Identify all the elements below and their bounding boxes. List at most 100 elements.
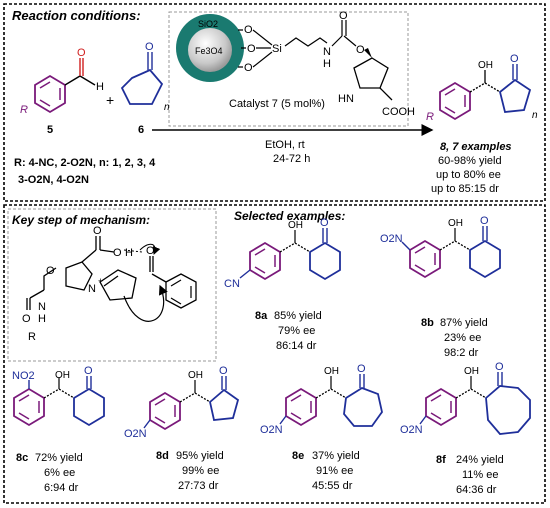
ex-8d-oh: OH xyxy=(188,370,203,381)
example-8e-structure xyxy=(279,374,383,427)
substituent-list-1: R: 4-NC, 2-O2N, n: 1, 2, 3, 4 xyxy=(14,157,156,169)
ex-8e-yield: 37% yield xyxy=(312,450,360,462)
product-r: R xyxy=(426,111,434,123)
fe3o4-label: Fe3O4 xyxy=(195,46,223,56)
reactant-5-structure xyxy=(34,58,96,114)
aldehyde-o: O xyxy=(77,47,86,59)
catalyst-label: Catalyst 7 (5 mol%) xyxy=(229,98,325,110)
ex-8e-dr: 45:55 dr xyxy=(312,480,353,492)
proline-ring xyxy=(353,57,389,89)
carbamate-o-ester: O xyxy=(356,44,365,56)
ex-8a-substituent: CN xyxy=(224,278,240,290)
mech-o-acid-h: O xyxy=(113,247,122,259)
mech-h-carbamate: H xyxy=(38,313,46,325)
mech-o-ester: O xyxy=(46,265,55,277)
mech-n-enamine: N xyxy=(88,283,96,295)
ex-8b-id: 8b xyxy=(421,317,434,329)
ex-8d-id: 8d xyxy=(156,450,169,462)
mechanism-structure xyxy=(26,236,197,322)
mech-r: R xyxy=(28,331,36,343)
ex-8a-o: O xyxy=(320,217,329,229)
ex-8f-id: 8f xyxy=(436,454,446,466)
ex-8f-dr: 64:36 dr xyxy=(456,484,497,496)
o-atom-2: O xyxy=(247,43,256,55)
ex-8e-ee: 91% ee xyxy=(316,465,353,477)
ex-8c-id: 8c xyxy=(16,452,28,464)
ex-8f-substituent: O2N xyxy=(400,424,423,436)
examples-panel-frame xyxy=(3,204,546,504)
ex-8f-ee: 11% ee xyxy=(462,469,499,481)
ex-8b-substituent: O2N xyxy=(380,233,403,245)
sio2-label: SiO2 xyxy=(198,19,218,29)
proline-wedge xyxy=(364,48,372,58)
si-atom: Si xyxy=(272,43,282,55)
product-n: n xyxy=(532,110,538,121)
proline-cooh: COOH xyxy=(382,106,415,118)
ex-8b-yield: 87% yield xyxy=(440,317,488,329)
ex-8e-oh: OH xyxy=(324,366,339,377)
product-o: O xyxy=(510,53,519,65)
carbamate-o-top: O xyxy=(339,10,348,22)
example-8b-structure xyxy=(401,226,501,279)
reactant-5-r: R xyxy=(20,104,28,116)
ex-8e-id: 8e xyxy=(292,450,304,462)
ring-size-n: n xyxy=(164,102,170,113)
ex-8b-o: O xyxy=(480,215,489,227)
ex-8c-o: O xyxy=(84,365,93,377)
ketone-o: O xyxy=(145,41,154,53)
reaction-panel-frame xyxy=(3,3,546,202)
carbamate-n: N xyxy=(323,46,331,58)
mechanism-heading: Key step of mechanism: xyxy=(12,213,150,227)
example-8c-structure xyxy=(13,376,105,427)
product-8-structure xyxy=(439,64,532,121)
reactant-6-structure xyxy=(120,52,164,105)
example-8d-structure xyxy=(143,376,240,431)
cooh-bond xyxy=(379,87,393,101)
mech-o-carbonyl: O xyxy=(22,313,31,325)
product-dr: up to 85:15 dr xyxy=(431,183,499,195)
mech-o-aldehyde: O xyxy=(146,245,155,257)
carbamate-h: H xyxy=(323,58,331,70)
selected-examples-heading: Selected examples: xyxy=(234,209,345,223)
example-8a-structure xyxy=(239,228,341,281)
o-si-bonds xyxy=(238,29,273,68)
ex-8d-ee: 99% ee xyxy=(182,465,219,477)
reactant-5-number: 5 xyxy=(47,124,53,136)
conditions-line-1: EtOH, rt xyxy=(265,139,305,151)
carbamate-bonds xyxy=(331,20,357,47)
ex-8d-o: O xyxy=(219,365,228,377)
ex-8d-substituent: O2N xyxy=(124,428,147,440)
ex-8c-substituent: NO2 xyxy=(12,370,35,382)
ex-8d-dr: 27:73 dr xyxy=(178,480,219,492)
nanoparticle-core xyxy=(188,28,232,72)
ex-8c-ee: 6% ee xyxy=(44,467,75,479)
aldehyde-h: H xyxy=(96,81,104,93)
ex-8b-ee: 23% ee xyxy=(444,332,481,344)
ex-8c-yield: 72% yield xyxy=(35,452,83,464)
product-yield: 60-98% yield xyxy=(438,155,502,167)
o-atom-3: O xyxy=(244,62,253,74)
product-oh: OH xyxy=(478,60,493,71)
ex-8c-dr: 6:94 dr xyxy=(44,482,79,494)
ex-8f-o: O xyxy=(495,361,504,373)
mech-n-plus: + xyxy=(98,276,103,286)
ex-8a-dr: 86:14 dr xyxy=(276,340,317,352)
o-atom-1: O xyxy=(244,24,253,36)
mechanism-box xyxy=(7,208,217,362)
propyl-linker xyxy=(284,37,328,47)
reactant-6-number: 6 xyxy=(138,124,144,136)
ex-8e-o: O xyxy=(357,363,366,375)
ex-8f-yield: 24% yield xyxy=(456,454,504,466)
substituent-list-2: 3-O2N, 4-O2N xyxy=(18,174,89,186)
product-number: 8, 7 examples xyxy=(440,141,512,153)
mech-o-acid-top: O xyxy=(93,225,102,237)
ex-8a-yield: 85% yield xyxy=(274,310,322,322)
mech-h-acid: H xyxy=(125,247,133,259)
proline-hn: HN xyxy=(338,93,354,105)
ex-8e-substituent: O2N xyxy=(260,424,283,436)
ex-8c-oh: OH xyxy=(55,370,70,381)
mech-n-carbamate: N xyxy=(38,301,46,313)
ex-8b-oh: OH xyxy=(448,218,463,229)
